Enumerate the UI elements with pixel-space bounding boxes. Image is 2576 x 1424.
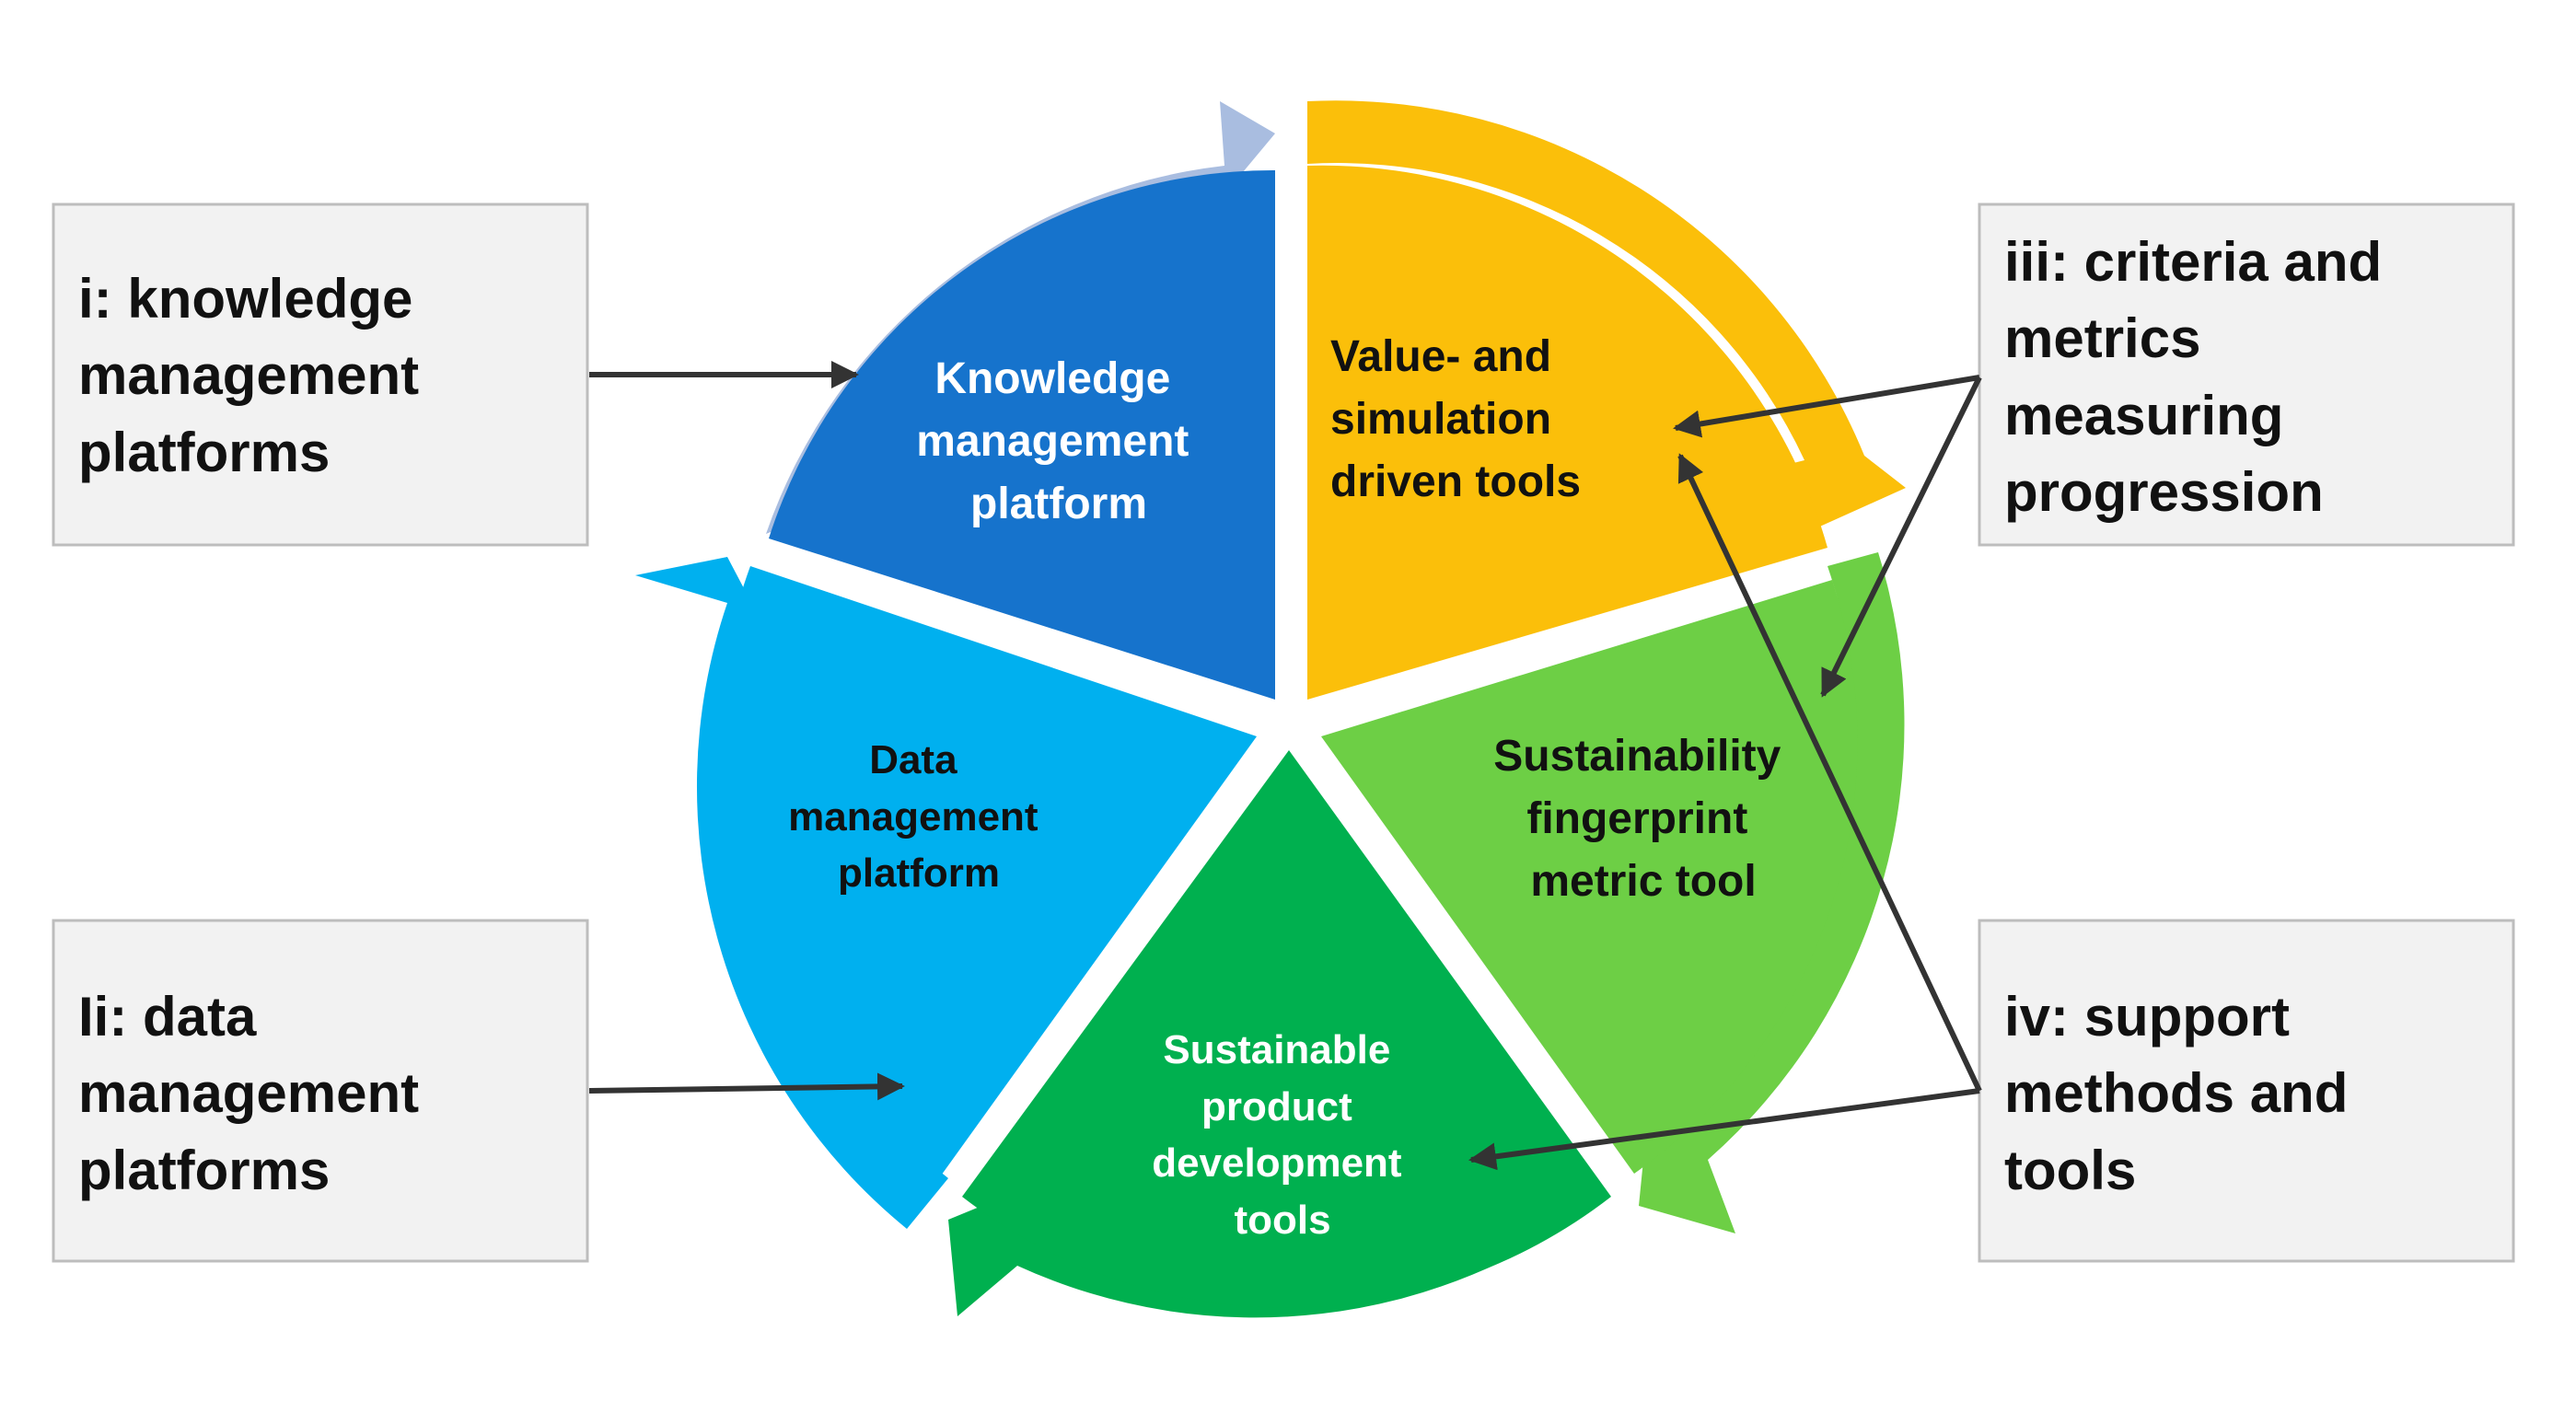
callout-iii: iii: criteria and metrics measuring prog… — [1978, 203, 2515, 547]
connector-iii-to-value — [1673, 375, 1980, 438]
callout-ii: Ii: data management platforms — [52, 919, 589, 1263]
arrow-data — [635, 557, 948, 1229]
callout-i-text: i: knowledge management platforms — [78, 268, 435, 483]
connector-iv-to-spd — [1468, 1088, 1980, 1171]
connector-arrows — [588, 361, 1982, 1171]
segment-data — [717, 566, 1257, 1178]
segment-label-value: Value- and simulation driven tools — [1330, 332, 1581, 506]
segment-label-data: Data management platform — [788, 737, 1050, 896]
arrow-fingerprint — [1639, 552, 1905, 1233]
cycle-wheel — [717, 165, 1858, 1308]
connector-ii — [588, 1072, 905, 1101]
segment-value — [1307, 165, 1828, 700]
callout-i: i: knowledge management platforms — [52, 203, 589, 547]
segment-label-fingerprint: Sustainability fingerprint metric tool — [1493, 732, 1793, 906]
connector-iii-to-fingerprint — [1820, 376, 1982, 698]
segment-label-spd: Sustainable product development tools — [1152, 1027, 1413, 1243]
callout-ii-text: Ii: data management platforms — [78, 986, 435, 1201]
callout-iv-text: iv: support methods and tools — [2004, 986, 2363, 1201]
segment-spd — [962, 750, 1611, 1308]
callout-iv: iv: support methods and tools — [1978, 919, 2515, 1263]
arrow-value — [1307, 100, 1906, 529]
segment-label-knowledge: Knowledge management platform — [916, 354, 1201, 528]
segment-fingerprint — [1321, 580, 1858, 1174]
callout-iii-text: iii: criteria and metrics measuring prog… — [2004, 231, 2397, 523]
connector-iv-to-value — [1677, 453, 1982, 1093]
segment-knowledge — [769, 169, 1275, 700]
